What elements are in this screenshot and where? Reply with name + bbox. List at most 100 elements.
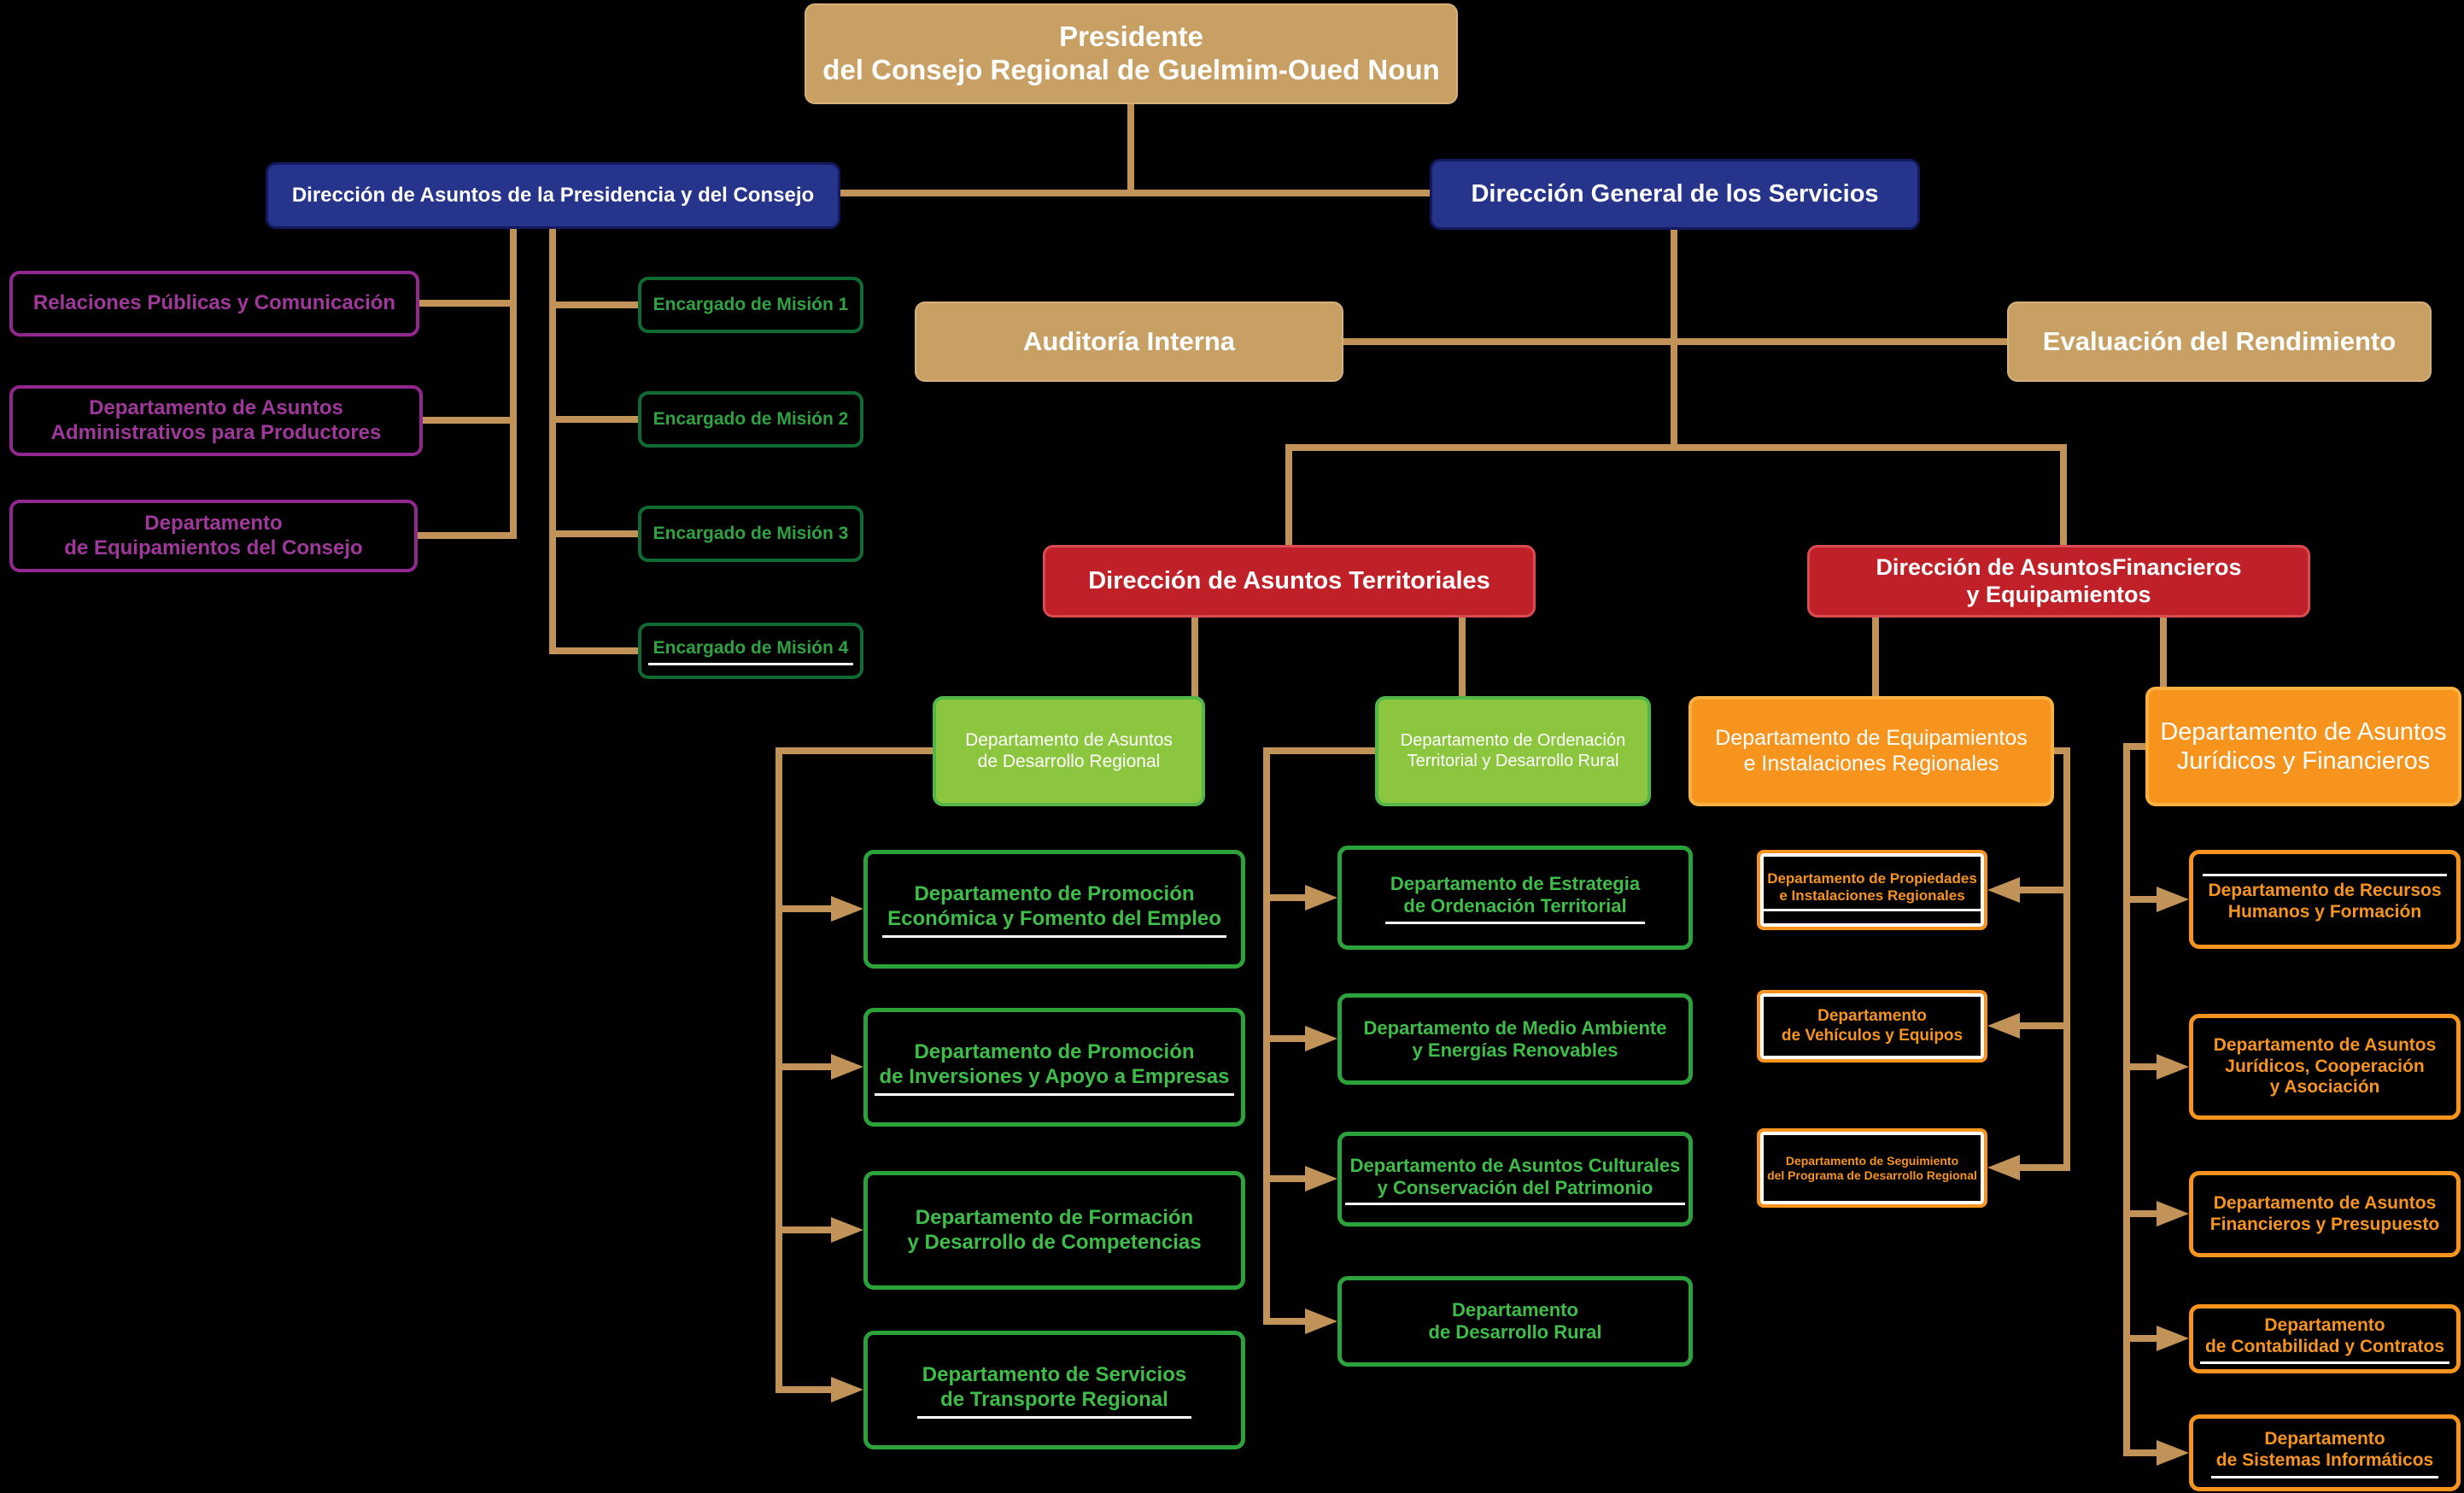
arrowhead-right-icon	[831, 896, 863, 922]
node-direccion-financieros: Dirección de AsuntosFinancieros y Equipa…	[1807, 545, 2310, 618]
node-direccion-territoriales: Dirección de Asuntos Territoriales	[1043, 545, 1536, 618]
node-equipamientos-instalaciones: Departamento de Equipamientos e Instalac…	[1689, 696, 2054, 806]
node-encargado-mision-3-label: Encargado de Misión 3	[653, 523, 849, 543]
connector-stub	[556, 530, 638, 537]
node-direccion-general-label: Dirección General de los Servicios	[1471, 180, 1879, 208]
node-transporte-regional: Departamento de Servicios de Transporte …	[863, 1331, 1245, 1449]
connector-stub	[2130, 1449, 2158, 1456]
node-desarrollo-rural: Departamento de Desarrollo Rural	[1337, 1276, 1693, 1367]
node-direccion-presidencia-label: Dirección de Asuntos de la Presidencia y…	[291, 183, 815, 207]
connector-audit-horizontal	[1343, 338, 2007, 345]
connector-terr-2	[1459, 614, 1466, 700]
node-propiedades-instalaciones-label: Departamento de Propiedades e Instalacio…	[1762, 869, 1982, 912]
node-sistemas-informaticos: Departamento de Sistemas Informáticos	[2189, 1414, 2461, 1491]
node-encargado-mision-3: Encargado de Misión 3	[638, 506, 863, 562]
node-formacion-competencias-label: Departamento de Formación y Desarrollo d…	[907, 1206, 1202, 1254]
node-evaluacion-rendimiento: Evaluación del Rendimiento	[2007, 302, 2432, 382]
node-direccion-financieros-label: Dirección de AsuntosFinancieros y Equipa…	[1876, 553, 2242, 607]
connector-stub	[1270, 894, 1307, 901]
connector-rail-juridicos	[2123, 743, 2130, 1456]
arrowhead-right-icon	[1305, 1026, 1337, 1051]
node-sistemas-informaticos-label: Departamento de Sistemas Informáticos	[2210, 1427, 2439, 1478]
node-evaluacion-rendimiento-label: Evaluación del Rendimiento	[2042, 325, 2397, 356]
connector-purple-rail	[510, 225, 517, 539]
node-medio-ambiente-label: Departamento de Medio Ambiente y Energía…	[1363, 1016, 1667, 1061]
node-promocion-inversiones: Departamento de Promoción de Inversiones…	[863, 1008, 1245, 1127]
connector-split-left	[1285, 444, 1292, 548]
connector-stub	[782, 1386, 833, 1393]
node-formacion-competencias: Departamento de Formación y Desarrollo d…	[863, 1171, 1245, 1290]
connector-stub	[2130, 1210, 2158, 1217]
node-encargado-mision-4: Encargado de Misión 4	[638, 623, 863, 679]
connector-top-horizontal	[840, 190, 1431, 196]
arrowhead-right-icon	[1305, 1309, 1337, 1334]
node-juridicos-cooperacion: Departamento de Asuntos Jurídicos, Coope…	[2189, 1014, 2461, 1120]
node-desarrollo-regional: Departamento de Asuntos de Desarrollo Re…	[933, 696, 1205, 806]
node-vehiculos-equipos: Departamento de Vehículos y Equipos	[1757, 990, 1987, 1063]
node-juridicos-financieros-label: Departamento de Asuntos Jurídicos y Fina…	[2160, 717, 2447, 775]
arrowhead-right-icon	[2157, 1440, 2189, 1466]
node-propiedades-instalaciones: Departamento de Propiedades e Instalacio…	[1757, 850, 1987, 930]
node-relaciones-publicas: Relaciones Públicas y Comunicación	[9, 271, 419, 337]
node-vehiculos-equipos-label: Departamento de Vehículos y Equipos	[1781, 1007, 1964, 1045]
connector-rail-link	[1263, 747, 1375, 754]
connector-encargado-rail	[549, 225, 556, 654]
node-direccion-presidencia: Dirección de Asuntos de la Presidencia y…	[266, 162, 840, 229]
node-ordenacion-territorial-label: Departamento de Ordenación Territorial y…	[1400, 730, 1626, 770]
connector-rail-desarrollo	[775, 747, 782, 1393]
connector-stub	[782, 1227, 833, 1233]
node-contabilidad-contratos-label: Departamento de Contabilidad y Contratos	[2199, 1314, 2449, 1365]
connector-fin-1	[1872, 614, 1879, 700]
connector-stub	[2130, 896, 2158, 903]
arrowhead-right-icon	[2157, 1201, 2189, 1227]
node-equipamientos-instalaciones-label: Departamento de Equipamientos e Instalac…	[1715, 726, 2028, 776]
node-encargado-mision-1: Encargado de Misión 1	[638, 277, 863, 333]
arrowhead-right-icon	[831, 1217, 863, 1243]
connector-stub	[2018, 1164, 2063, 1171]
node-promocion-inversiones-label: Departamento de Promoción de Inversiones…	[874, 1039, 1235, 1096]
node-estrategia-ordenacion: Departamento de Estrategia de Ordenación…	[1337, 846, 1693, 950]
node-asuntos-administrativos-label: Departamento de Asuntos Administrativos …	[50, 396, 382, 444]
node-seguimiento-programa-label: Departamento de Seguimiento del Programa…	[1767, 1153, 1977, 1182]
node-desarrollo-rural-label: Departamento de Desarrollo Rural	[1428, 1299, 1602, 1343]
connector-stub	[2018, 887, 2063, 893]
connector-fin-2	[2160, 614, 2167, 700]
connector-stub	[782, 905, 833, 912]
connector-rail-link	[2123, 743, 2145, 750]
node-financieros-presupuesto-label: Departamento de Asuntos Financieros y Pr…	[2209, 1192, 2440, 1234]
arrowhead-left-icon	[1987, 1013, 2020, 1039]
connector-stub	[1270, 1175, 1307, 1182]
connector-presidente-down	[1127, 101, 1134, 196]
node-auditoria-interna: Auditoría Interna	[915, 302, 1343, 382]
node-presidente: Presidente del Consejo Regional de Guelm…	[805, 3, 1458, 104]
node-equipamientos-consejo-label: Departamento de Equipamientos del Consej…	[64, 512, 363, 559]
connector-stub	[2018, 1022, 2063, 1029]
arrowhead-left-icon	[1987, 1155, 2020, 1180]
arrowhead-right-icon	[1305, 885, 1337, 910]
arrowhead-right-icon	[2157, 1326, 2189, 1351]
node-encargado-mision-1-label: Encargado de Misión 1	[653, 294, 849, 314]
connector-terr-1	[1191, 614, 1198, 700]
node-encargado-mision-2: Encargado de Misión 2	[638, 391, 863, 448]
node-asuntos-culturales: Departamento de Asuntos Culturales y Con…	[1337, 1132, 1693, 1227]
connector-stub	[556, 647, 638, 654]
node-desarrollo-regional-label: Departamento de Asuntos de Desarrollo Re…	[965, 729, 1173, 771]
node-auditoria-interna-label: Auditoría Interna	[1022, 325, 1235, 356]
connector-rail-link	[2054, 747, 2070, 754]
connector-stub	[423, 417, 510, 424]
node-relaciones-publicas-label: Relaciones Públicas y Comunicación	[32, 291, 396, 315]
connector-stub	[1270, 1318, 1307, 1325]
node-encargado-mision-2-label: Encargado de Misión 2	[653, 408, 849, 429]
node-ordenacion-territorial: Departamento de Ordenación Territorial y…	[1375, 696, 1651, 806]
arrowhead-left-icon	[1987, 877, 2020, 903]
arrowhead-right-icon	[831, 1377, 863, 1402]
node-presidente-label: Presidente del Consejo Regional de Guelm…	[822, 20, 1440, 85]
node-asuntos-culturales-label: Departamento de Asuntos Culturales y Con…	[1344, 1153, 1686, 1206]
node-direccion-territoriales-label: Dirección de Asuntos Territoriales	[1088, 567, 1490, 595]
connector-split-right	[2060, 444, 2067, 548]
connector-stub	[556, 416, 638, 423]
connector-stub	[2130, 1335, 2158, 1342]
node-direccion-general: Dirección General de los Servicios	[1430, 159, 1920, 230]
node-transporte-regional-label: Departamento de Servicios de Transporte …	[916, 1361, 1192, 1419]
